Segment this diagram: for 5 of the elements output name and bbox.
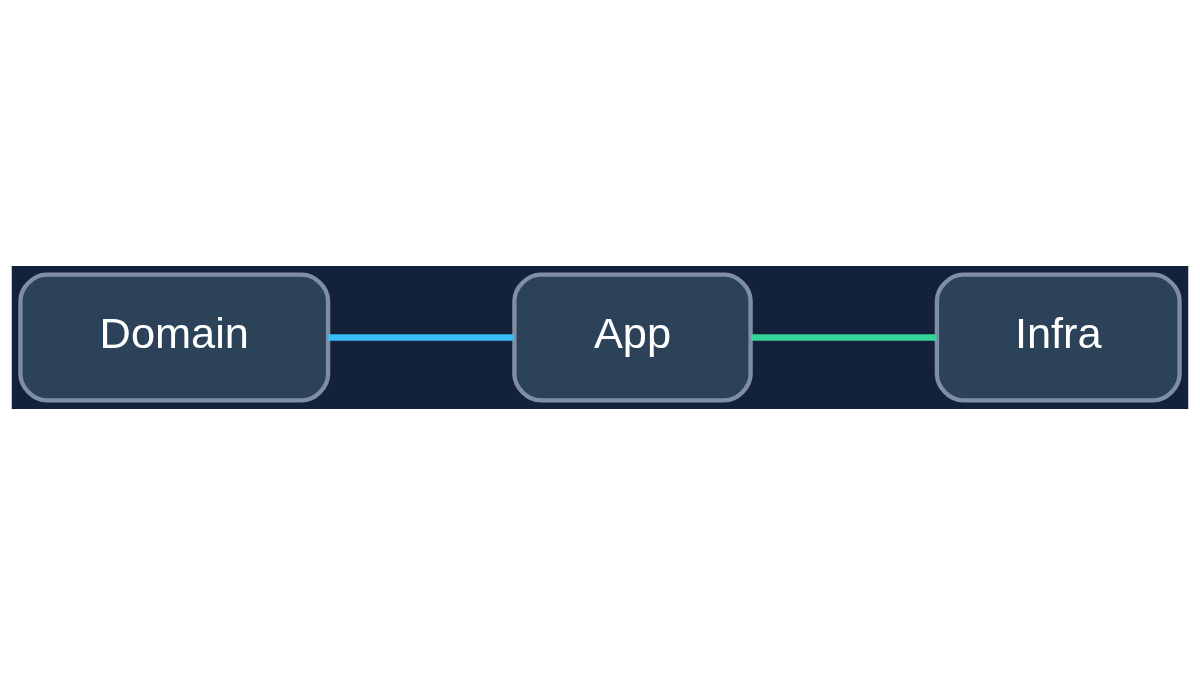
node-box: Domain <box>18 272 331 403</box>
node-box: Infra <box>934 272 1182 403</box>
node-box: App <box>512 272 753 403</box>
connector <box>328 334 514 341</box>
connector <box>750 334 937 341</box>
